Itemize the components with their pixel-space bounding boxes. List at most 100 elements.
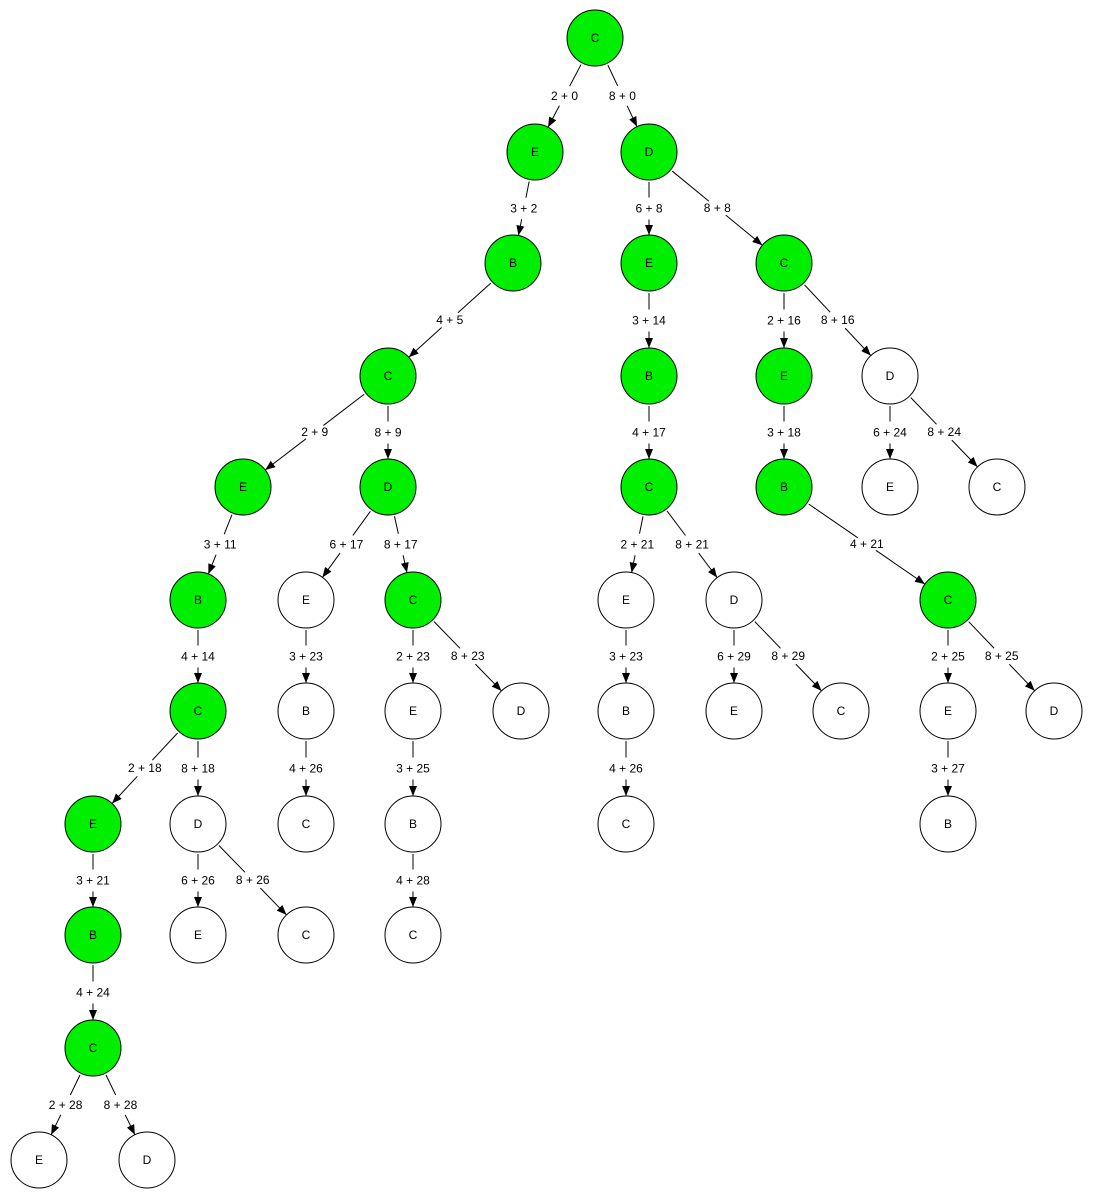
edge-arrow-lower [475, 663, 502, 692]
edge-label: 2 + 9 [301, 425, 328, 439]
node-label: C [302, 928, 311, 942]
node-label: E [622, 593, 630, 607]
tree-node: C [277, 906, 335, 964]
node-label: C [780, 256, 789, 270]
edge-label: 8 + 26 [236, 873, 270, 887]
edge-label: 8 + 24 [927, 425, 961, 439]
edge-label: 2 + 18 [128, 761, 162, 775]
tree-node: E [861, 458, 919, 516]
edge-arrow-lower [951, 439, 978, 468]
tree-node: C [919, 571, 977, 629]
node-circle-highlighted [620, 234, 678, 292]
node-label: D [1050, 704, 1059, 718]
node-label: B [302, 704, 310, 718]
tree-node: C [384, 906, 442, 964]
tree-node: C [359, 347, 417, 405]
edge: 3 + 11 [204, 514, 237, 575]
edge-line-upper [754, 621, 781, 649]
edge-arrow-lower [1008, 663, 1036, 692]
tree-node: E [277, 571, 335, 629]
node-label: C [944, 593, 953, 607]
edge-label: 6 + 8 [635, 202, 662, 216]
node-circle-highlighted [64, 1019, 122, 1077]
edge: 4 + 26 [289, 741, 323, 796]
edge-label: 3 + 2 [510, 201, 537, 215]
tree-node: E [620, 234, 678, 292]
node-label: E [780, 369, 788, 383]
node-label: C [302, 817, 311, 831]
edge-line-upper [105, 1074, 117, 1096]
tree-node: D [861, 347, 919, 405]
tree-node: C [64, 1019, 122, 1077]
node-label: B [780, 480, 788, 494]
edge-arrow-lower [629, 555, 638, 573]
node-label: D [730, 593, 739, 607]
node-label: D [143, 1153, 152, 1167]
edge-line-upper [808, 503, 859, 539]
edge-label: 3 + 11 [204, 537, 237, 551]
node-label: B [89, 928, 97, 942]
edge-label: 8 + 0 [609, 89, 636, 103]
edge-label: 4 + 14 [181, 650, 215, 664]
tree-node: B [597, 682, 655, 740]
edge: 8 + 23 [433, 621, 502, 692]
edge-line-upper [607, 64, 619, 87]
tree-node: D [169, 795, 227, 853]
tree-node: C [597, 795, 655, 853]
edge-label: 3 + 25 [396, 762, 430, 776]
node-circle-highlighted [359, 458, 417, 516]
edge-arrow-lower [207, 554, 217, 575]
node-circle [597, 795, 655, 853]
tree-node: E [10, 1131, 68, 1189]
edge-label: 8 + 17 [384, 537, 418, 551]
node-circle-highlighted [64, 795, 122, 853]
edge: 6 + 29 [717, 630, 751, 683]
edge: 4 + 21 [808, 503, 926, 585]
node-label: E [89, 817, 97, 831]
edge: 8 + 25 [968, 621, 1036, 692]
node-circle-highlighted [755, 458, 813, 516]
edge-label: 3 + 18 [767, 426, 801, 440]
edge-label: 4 + 24 [76, 986, 110, 1000]
node-circle [919, 795, 977, 853]
node-label: D [886, 369, 895, 383]
edge: 3 + 23 [289, 630, 323, 683]
edge-arrow-lower [795, 663, 822, 692]
edge-arrow-lower [547, 105, 560, 128]
edge-label: 3 + 27 [931, 762, 965, 776]
edge: 2 + 25 [931, 630, 965, 683]
node-circle [169, 906, 227, 964]
node-label: E [194, 928, 202, 942]
node-circle-highlighted [919, 571, 977, 629]
node-circle-highlighted [214, 458, 272, 516]
edge: 3 + 21 [76, 854, 110, 907]
node-label: B [509, 256, 517, 270]
edge-arrow-lower [111, 775, 138, 804]
node-circle [10, 1131, 68, 1189]
edge: 8 + 16 [804, 284, 872, 356]
node-circle-highlighted [384, 571, 442, 629]
tree-node: E [169, 906, 227, 964]
edge-label: 4 + 21 [850, 537, 884, 551]
tree-node: C [968, 458, 1026, 516]
edge-arrow-lower [264, 438, 307, 471]
node-circle [277, 682, 335, 740]
edge-arrow-lower [408, 327, 442, 358]
edge: 4 + 28 [396, 854, 430, 907]
edge-line-upper [639, 516, 644, 534]
edge-label: 4 + 28 [396, 874, 430, 888]
tree-node: C [755, 234, 813, 292]
edge-line-upper [671, 170, 710, 202]
edge: 2 + 28 [49, 1074, 83, 1135]
edge: 6 + 8 [635, 182, 663, 235]
node-label: B [944, 817, 952, 831]
tree-node: C [566, 9, 624, 67]
tree-node: E [384, 682, 442, 740]
edge-label: 2 + 0 [551, 89, 578, 103]
node-circle-highlighted [64, 906, 122, 964]
edge-label: 3 + 23 [289, 650, 323, 664]
node-label: D [517, 704, 526, 718]
node-circle [861, 458, 919, 516]
edge: 8 + 17 [384, 516, 418, 573]
